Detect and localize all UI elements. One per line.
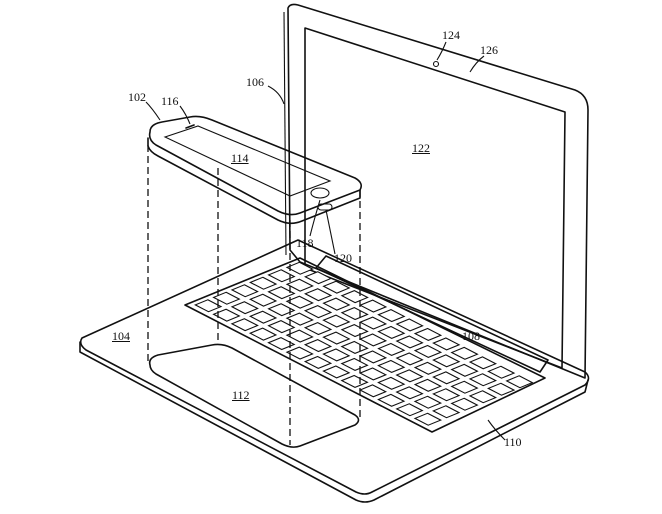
key [322,280,351,294]
key [377,308,406,323]
trackpad-cavity [148,343,360,448]
key [413,327,443,342]
key [450,380,479,394]
key [377,359,406,374]
key [248,276,278,290]
keyboard-area [184,257,546,433]
key [303,355,333,370]
camera-icon [432,60,440,68]
display-screen [304,27,566,369]
key [377,393,406,407]
key [358,367,388,381]
key [340,340,369,355]
key [358,299,388,313]
key [322,348,351,362]
speaker-icon [185,124,195,129]
key [303,338,333,353]
key [486,382,516,396]
key [285,312,314,326]
key [285,346,314,360]
key [322,314,351,328]
key [413,344,443,359]
key [468,373,498,387]
key [267,269,296,283]
projection-lines [147,145,361,445]
key [285,295,314,309]
key [432,388,461,402]
key [303,271,333,285]
key [413,412,443,426]
key [230,284,259,298]
key [450,346,479,360]
laptop-base [79,239,590,503]
key [303,321,333,336]
key [432,354,461,368]
key [395,403,424,417]
key [395,335,424,349]
key [395,318,424,332]
key [248,310,278,324]
label-trackpad-cavity: 112 [232,388,250,402]
key [340,374,369,389]
key [248,293,278,307]
label-connector: 120 [334,251,352,265]
label-phone-speaker: 116 [161,94,179,108]
key [303,288,333,302]
key [377,342,406,357]
key [340,289,369,304]
key [358,350,388,364]
label-lid: 106 [246,75,264,89]
label-display: 122 [412,141,430,155]
key [285,278,314,292]
key [322,365,351,379]
key [193,299,223,313]
label-camera: 124 [442,28,460,42]
phone [147,115,362,225]
key [377,325,406,340]
key [395,369,424,383]
key [358,384,388,398]
key [340,357,369,372]
key [431,405,461,419]
key [230,301,259,315]
key [413,395,443,409]
label-phone: 102 [128,90,146,104]
key [450,363,479,377]
label-phone-screen: 114 [231,151,249,165]
key [248,327,278,341]
key [413,361,443,375]
label-base-edge: 110 [504,435,522,449]
label-bezel: 126 [480,43,498,57]
key [432,371,461,385]
key [358,316,388,330]
key [303,304,333,319]
key [450,397,479,411]
phone-screen [163,125,332,197]
key [322,297,351,311]
leader-lines [145,41,506,441]
key [395,386,424,400]
key [468,390,498,404]
key [340,323,369,338]
key [230,318,259,332]
key [322,331,351,345]
key [340,306,369,321]
label-home-button: 118 [296,236,314,250]
key [358,333,388,347]
key [285,261,314,275]
key [377,376,406,390]
hinge [315,255,549,373]
key [468,356,498,370]
key [395,352,424,366]
label-base: 104 [112,329,130,343]
keyboard-keys [193,261,534,426]
key [487,365,516,379]
key [413,378,443,392]
key [432,337,461,351]
home-button-icon [310,187,330,199]
label-keyboard: 108 [462,329,480,343]
key [505,375,534,389]
key [285,329,314,343]
